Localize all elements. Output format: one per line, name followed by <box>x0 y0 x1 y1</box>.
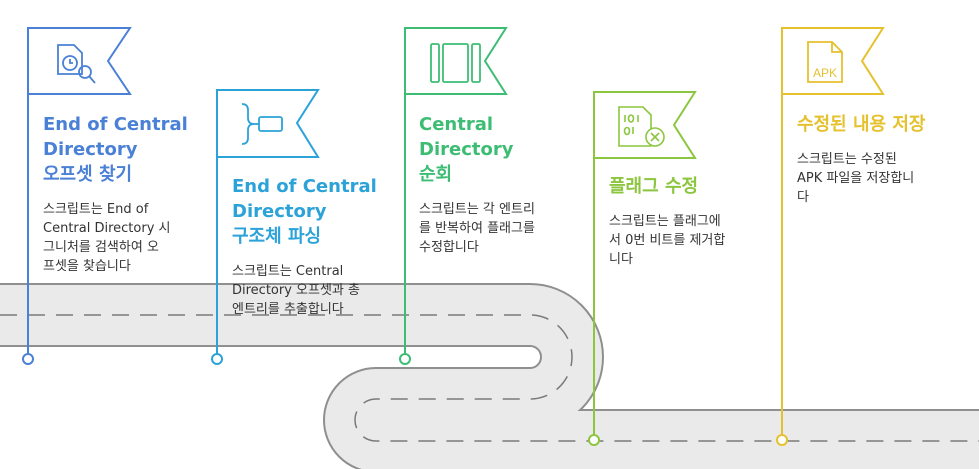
step-2-description: 스크립트는 Central Directory 오프셋과 총 엔트리를 추출합니… <box>232 264 360 317</box>
step-2-dot <box>211 353 223 365</box>
step-5-flag <box>781 27 885 95</box>
step-5-dot <box>776 434 788 446</box>
step-2-text: End of Central Directory 구조체 파싱 스크립트는 Ce… <box>232 174 402 319</box>
step-4-marker <box>588 91 697 446</box>
columns-icon <box>430 43 481 83</box>
step-5-description: 스크립트는 수정된 APK 파일을 저장합니 다 <box>797 152 915 205</box>
clock-search-icon <box>57 44 96 84</box>
step-2-marker <box>211 89 320 365</box>
step-4-flag <box>593 91 697 159</box>
apk-file-icon: APK <box>807 41 843 83</box>
apk-icon-label: APK <box>813 66 837 80</box>
step-4-title: 플래그 수정 <box>609 176 699 197</box>
step-3-dot <box>399 353 411 365</box>
step-1-marker <box>22 27 132 365</box>
road <box>0 283 979 469</box>
step-1-description: 스크립트는 End of Central Directory 시 그니처를 검색… <box>43 202 171 274</box>
step-5-marker: APK <box>776 27 885 446</box>
road-center-dashes <box>0 314 979 442</box>
step-4-description: 스크립트는 플래그에 서 0번 비트를 제거합 니다 <box>609 214 726 267</box>
step-3-description: 스크립트는 각 엔트리 를 반복하여 플래그를 수정합니다 <box>419 202 535 255</box>
step-1-flag <box>27 27 132 95</box>
step-2-flag <box>216 89 320 158</box>
step-4-text: 플래그 수정 스크립트는 플래그에 서 0번 비트를 제거합 니다 <box>609 174 779 269</box>
step-3-title: Central Directory 순회 <box>419 114 514 185</box>
step-1-title: End of Central Directory 오프셋 찾기 <box>43 114 188 185</box>
step-5-text: 수정된 내용 저장 스크립트는 수정된 APK 파일을 저장합니 다 <box>797 112 967 207</box>
step-3-marker <box>399 27 508 365</box>
bracket-structure-icon <box>241 103 283 145</box>
step-1-dot <box>22 353 34 365</box>
step-3-text: Central Directory 순회 스크립트는 각 엔트리 를 반복하여 … <box>419 112 589 257</box>
step-4-dot <box>588 434 600 446</box>
step-3-flag <box>404 27 508 95</box>
step-5-title: 수정된 내용 저장 <box>797 114 926 135</box>
step-2-title: End of Central Directory 구조체 파싱 <box>232 176 377 247</box>
binary-remove-icon <box>618 106 665 147</box>
step-1-text: End of Central Directory 오프셋 찾기 스크립트는 En… <box>43 112 213 276</box>
